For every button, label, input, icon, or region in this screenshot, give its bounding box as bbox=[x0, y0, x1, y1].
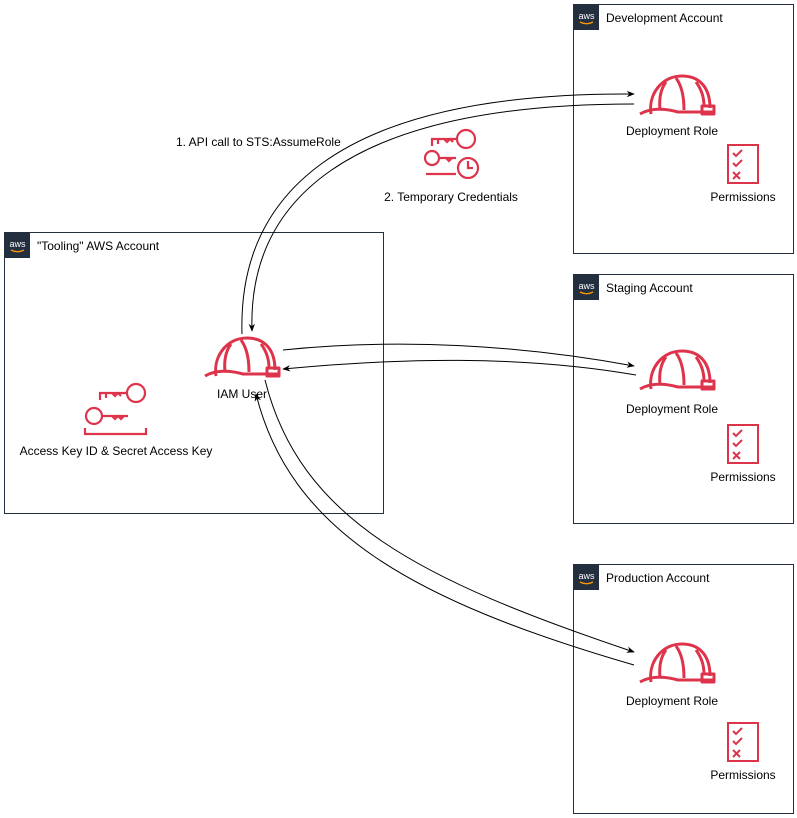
staging-permissions-label: Permissions bbox=[710, 470, 776, 484]
staging-permissions-icon bbox=[726, 423, 760, 470]
iam-user-hard-hat-icon bbox=[203, 334, 281, 387]
staging-role-label: Deployment Role bbox=[625, 402, 719, 416]
production-permissions-label: Permissions bbox=[710, 768, 776, 782]
svg-text:aws: aws bbox=[9, 239, 26, 249]
development-permissions-label: Permissions bbox=[710, 190, 776, 204]
temporary-credentials-icon bbox=[422, 127, 482, 188]
aws-logo-icon: aws bbox=[5, 233, 30, 258]
aws-logo-icon: aws bbox=[574, 565, 599, 590]
development-account-title: Development Account bbox=[606, 11, 723, 25]
access-keys-label: Access Key ID & Secret Access Key bbox=[19, 444, 213, 458]
development-role-label: Deployment Role bbox=[625, 124, 719, 138]
access-keys-icon bbox=[82, 380, 148, 443]
development-role-hard-hat-icon bbox=[638, 72, 716, 125]
tooling-account-group: aws "Tooling" AWS Account bbox=[4, 232, 384, 514]
production-account-title: Production Account bbox=[606, 571, 710, 585]
svg-text:aws: aws bbox=[578, 571, 595, 581]
tooling-account-title: "Tooling" AWS Account bbox=[37, 239, 160, 253]
aws-logo-icon: aws bbox=[574, 275, 599, 300]
staging-account-title: Staging Account bbox=[606, 281, 693, 295]
step-assume-role-label: 1. API call to STS:AssumeRole bbox=[176, 135, 341, 149]
svg-text:aws: aws bbox=[578, 281, 595, 291]
iam-user-label: IAM User bbox=[216, 387, 268, 401]
aws-logo-icon: aws bbox=[574, 5, 599, 30]
development-permissions-icon bbox=[726, 143, 760, 190]
svg-text:aws: aws bbox=[578, 11, 595, 21]
production-permissions-icon bbox=[726, 721, 760, 768]
production-role-label: Deployment Role bbox=[625, 694, 719, 708]
staging-role-hard-hat-icon bbox=[638, 347, 716, 400]
step-temporary-credentials-label: 2. Temporary Credentials bbox=[384, 190, 518, 204]
production-role-hard-hat-icon bbox=[638, 640, 716, 693]
